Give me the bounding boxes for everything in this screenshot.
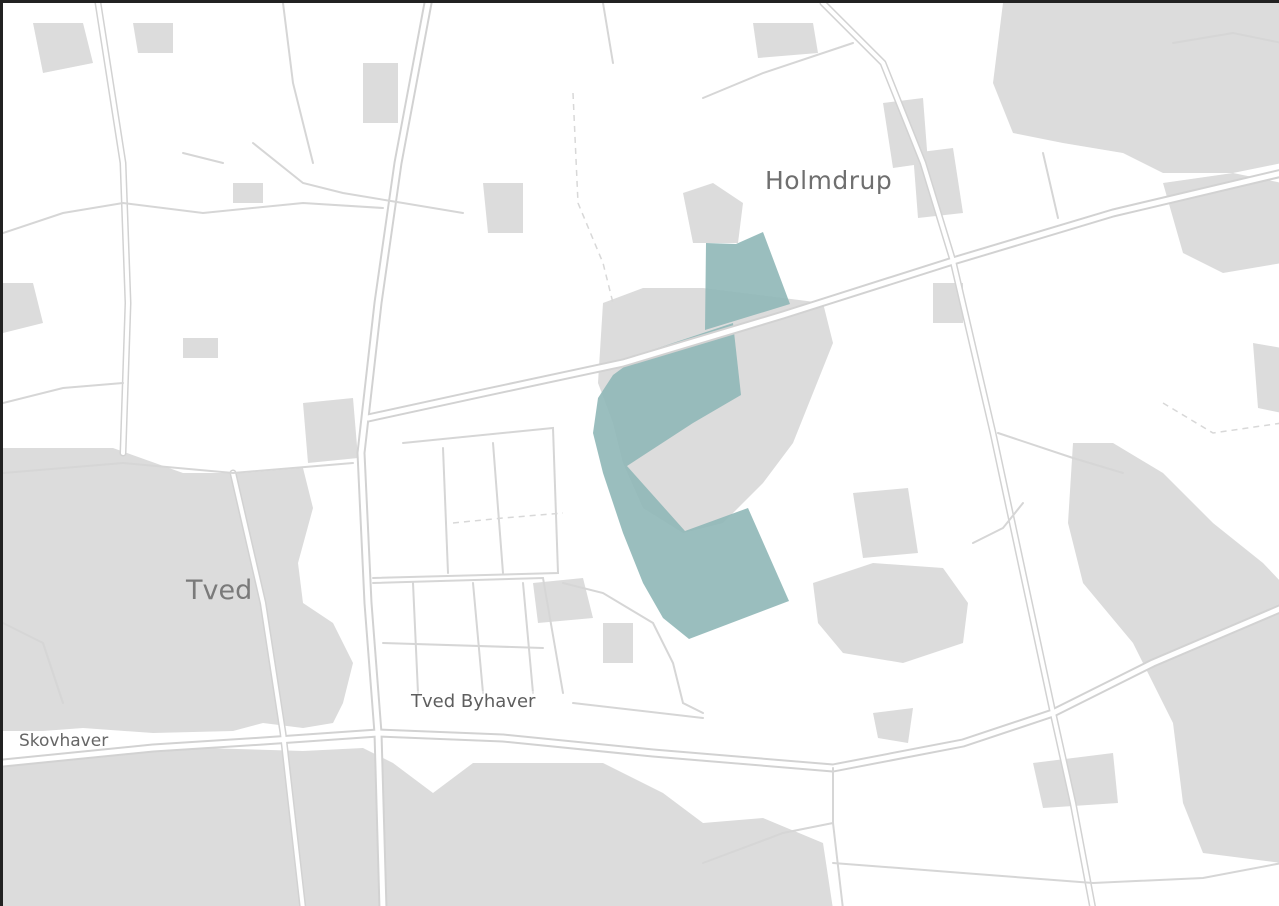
built-up-farm17 bbox=[873, 708, 913, 743]
place-label-holmdrup: Holmdrup bbox=[765, 166, 893, 195]
built-up-farm13 bbox=[1033, 753, 1118, 808]
built-up-farm12 bbox=[603, 623, 633, 663]
dashed-paths bbox=[452, 92, 1279, 524]
built-up-farm14 bbox=[753, 23, 818, 58]
highlight-polygon-north bbox=[705, 232, 790, 330]
map-canvas[interactable] bbox=[3, 3, 1279, 906]
built-up-tved bbox=[3, 448, 353, 733]
built-up-farm4 bbox=[483, 183, 523, 233]
built-up-ne bbox=[993, 3, 1279, 173]
built-up-farm3 bbox=[683, 183, 743, 243]
place-label-skovhaver: Skovhaver bbox=[19, 731, 109, 751]
built-up-farm20 bbox=[363, 63, 398, 123]
place-label-tved: Tved bbox=[186, 575, 253, 606]
road-diagonal-north bbox=[365, 171, 1279, 421]
roads bbox=[3, 3, 1279, 906]
built-up-farm1 bbox=[813, 563, 968, 663]
built-up-south bbox=[3, 748, 833, 906]
road-east-ns bbox=[951, 259, 1095, 906]
minor-roads bbox=[3, 3, 1279, 906]
built-up-farm9 bbox=[3, 283, 43, 333]
built-up-farm8 bbox=[133, 23, 173, 53]
built-up-farm2 bbox=[853, 488, 918, 558]
highlight-area[interactable] bbox=[593, 232, 790, 639]
built-up-farm7 bbox=[33, 23, 93, 73]
built-up-farm19 bbox=[183, 338, 218, 358]
place-label-tved-byhaver: Tved Byhaver bbox=[411, 691, 536, 712]
built-up-farm11 bbox=[533, 578, 593, 623]
highlight-polygon-main bbox=[593, 323, 789, 639]
built-up-farm16 bbox=[1253, 343, 1279, 413]
built-up-areas bbox=[3, 3, 1279, 906]
built-up-farm18 bbox=[233, 183, 263, 203]
built-up-farm15 bbox=[933, 283, 963, 323]
road-east-west-south bbox=[3, 606, 1279, 771]
built-up-farm10 bbox=[303, 398, 358, 463]
